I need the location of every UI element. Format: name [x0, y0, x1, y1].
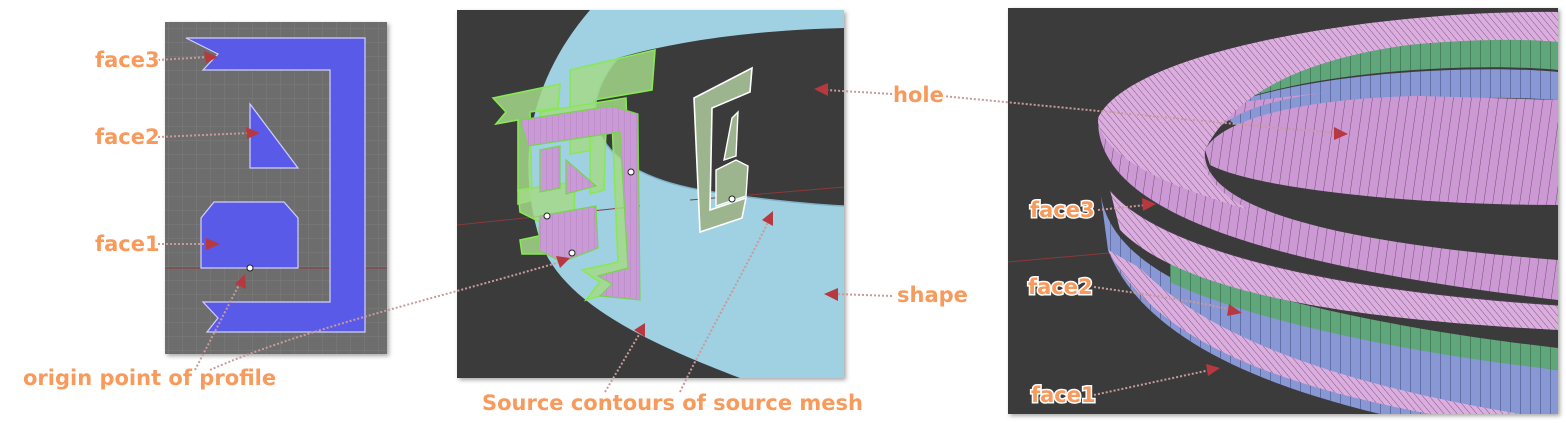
labels: face3 face2 face1 origin point of profil… — [22, 47, 1098, 417]
label-face2-left: face2 — [95, 125, 160, 149]
head-source-b — [762, 211, 773, 226]
label-face2-right: face2 — [1028, 275, 1093, 299]
label-face1-left: face1 — [95, 232, 160, 256]
head-face2-left — [246, 127, 260, 139]
label-hole: hole — [893, 83, 944, 107]
head-source-a — [634, 323, 645, 337]
head-hole-a — [814, 83, 828, 96]
outer-green-band — [1170, 262, 1558, 370]
label-shape: shape — [897, 283, 968, 307]
arrow-heads — [204, 51, 1348, 376]
profile-origin-point — [246, 264, 254, 272]
profile-panel — [165, 22, 387, 354]
arrow-origin-a — [194, 282, 241, 371]
outline-origin-point — [728, 195, 736, 203]
source-contours-pink — [519, 105, 641, 301]
face1-shape — [200, 201, 299, 269]
arrow-face3-left — [157, 56, 209, 61]
main-ring-top — [1098, 11, 1558, 211]
main-ring-inner-wall — [1205, 96, 1558, 205]
label-face3-left: face3 — [95, 48, 160, 72]
result-panel — [1008, 8, 1558, 414]
lower-pink-ring — [1110, 190, 1558, 330]
head-face3-left — [204, 51, 218, 63]
label-origin-point: origin point of profile — [23, 366, 276, 390]
arrow-hole-b — [941, 95, 1339, 134]
contour-point-b — [627, 168, 635, 176]
main-ring-wall — [1097, 92, 1558, 300]
label-source-contours: Source contours of source mesh — [482, 391, 863, 415]
arrow-hole-a — [825, 89, 893, 95]
arrow-source-a — [604, 332, 641, 393]
inner-green-ring — [1200, 37, 1558, 110]
head-face3-right — [1142, 198, 1156, 211]
arrows — [157, 56, 1339, 396]
contour-point-c — [568, 249, 576, 257]
head-origin-a — [235, 274, 246, 289]
outer-pink-rim-lower — [1108, 250, 1520, 414]
head-origin-b — [556, 256, 570, 268]
arrow-shape — [835, 293, 893, 297]
contours-panel — [457, 10, 844, 378]
result-axis-line — [1008, 251, 1121, 263]
face3-shape — [185, 37, 366, 333]
head-face1-left — [206, 238, 220, 250]
arrow-source-b — [679, 221, 769, 393]
arrow-face3-right — [1097, 204, 1147, 211]
head-face1-right — [1206, 364, 1220, 376]
arrow-face2-left — [157, 132, 251, 138]
contour-point-a — [543, 212, 551, 220]
head-hole-b — [1334, 127, 1348, 140]
head-face2-right — [1227, 304, 1242, 316]
white-profile-outline — [693, 66, 753, 234]
head-shape — [824, 288, 838, 301]
lower-pink-ring-edge — [1109, 189, 1558, 306]
outer-blue-band — [1100, 190, 1558, 414]
arrow-origin-b — [209, 261, 561, 371]
label-face1-right: face1 — [1031, 383, 1096, 407]
label-face3-right: face3 — [1030, 198, 1095, 222]
arrow-face2-right — [1093, 286, 1233, 311]
